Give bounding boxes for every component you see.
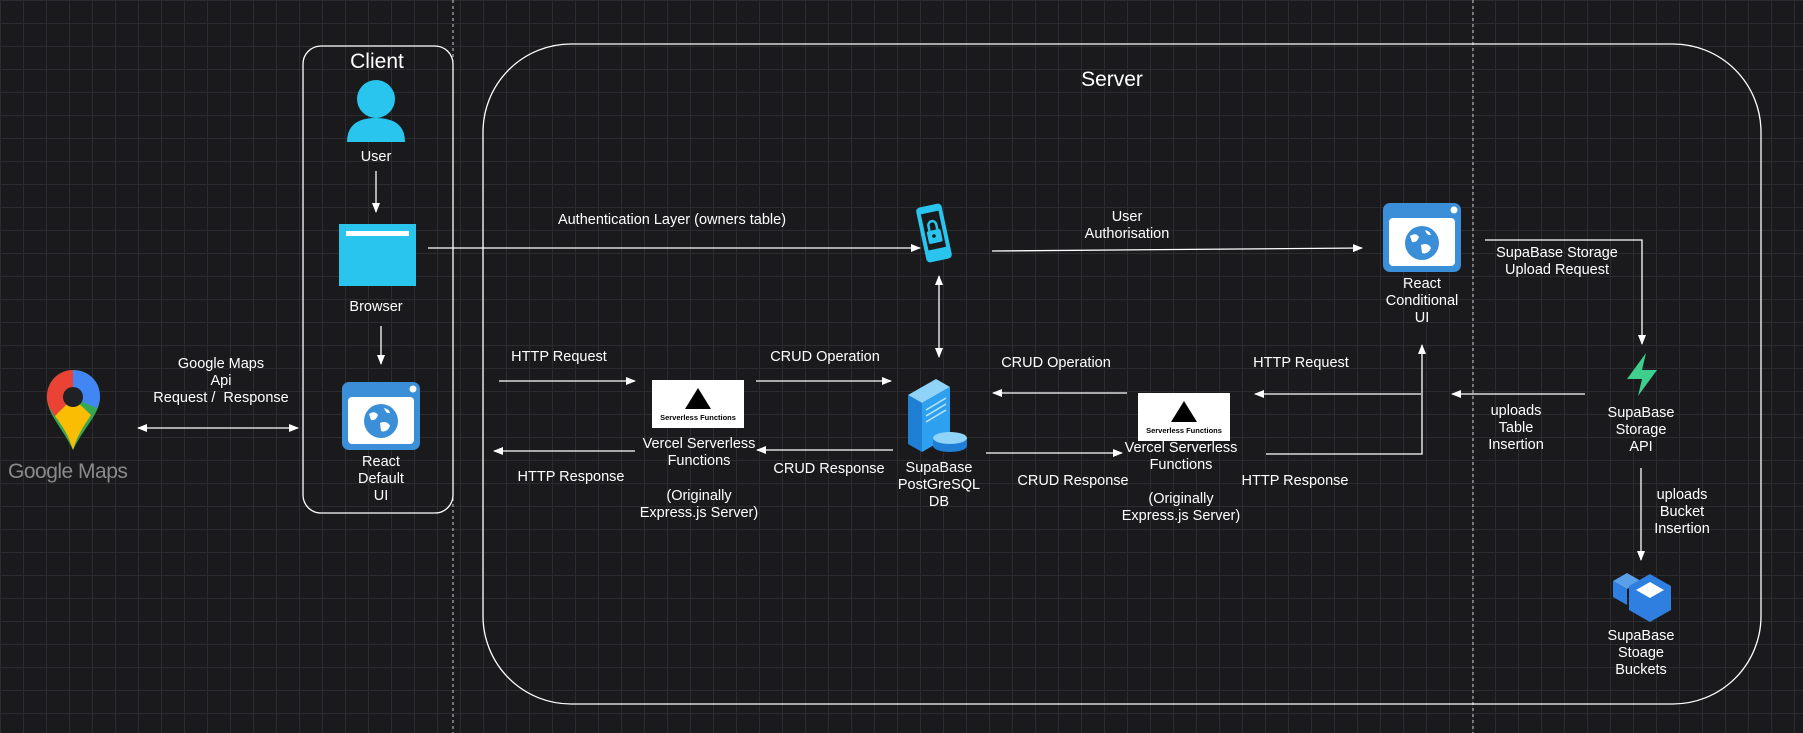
serverless-badge-label-right: Serverless Functions	[1146, 426, 1222, 435]
vercel-triangle-icon	[1171, 401, 1197, 422]
uploads-table-edge-label: uploads Table Insertion	[1488, 403, 1544, 453]
browser-label: Browser	[349, 299, 403, 315]
react-default-ui-icon	[342, 382, 420, 450]
vercel-left-note: (Originally Express.js Server)	[639, 488, 759, 521]
serverless-badge-label-left: Serverless Functions	[660, 413, 736, 422]
http-request-right-edge-label: HTTP Request	[1253, 355, 1349, 371]
react-default-ui-label: React Default UI	[358, 454, 404, 504]
storage-upload-request-edge-label: SupaBase Storage Upload Request	[1496, 245, 1618, 278]
http-request-left-edge-label: HTTP Request	[511, 349, 607, 365]
edge-user-authorisation	[991, 244, 1363, 253]
supabase-icon	[1627, 353, 1657, 396]
crud-operation-left-edge-label: CRUD Operation	[770, 349, 880, 365]
http-response-left-edge-label: HTTP Response	[517, 469, 625, 485]
client-container	[302, 45, 454, 514]
client-group-title: Client	[350, 50, 404, 73]
user-icon	[347, 80, 405, 142]
google-maps-pin-icon	[47, 370, 100, 450]
storage-buckets-label: SupaBase Stoage Buckets	[1607, 628, 1675, 678]
mobile-lock-icon	[916, 203, 952, 263]
storage-buckets-icon	[1613, 573, 1671, 622]
vercel-left-label: Vercel Serverless Functions	[642, 436, 756, 469]
authentication-layer-edge-label: Authentication Layer (owners table)	[557, 212, 787, 228]
vercel-triangle-icon	[685, 388, 711, 409]
react-conditional-ui-icon	[1383, 203, 1461, 272]
serverless-functions-logo-right: Serverless Functions	[1138, 393, 1230, 441]
server-container	[482, 43, 1762, 705]
google-maps-api-edge-label: Google Maps Api Request / Response	[153, 356, 289, 406]
crud-operation-right-edge-label: CRUD Operation	[1001, 355, 1111, 371]
server-group-title: Server	[1081, 68, 1143, 91]
google-maps-label: Google Maps	[8, 460, 128, 483]
user-authorisation-edge-label: User Authorisation	[1084, 209, 1170, 242]
user-label: User	[360, 149, 392, 165]
edge-http-response-right	[1266, 344, 1426, 455]
database-server-icon	[908, 379, 967, 452]
uploads-bucket-edge-label: uploads Bucket Insertion	[1654, 487, 1710, 537]
crud-response-right-edge-label: CRUD Response	[1017, 473, 1129, 489]
crud-response-left-edge-label: CRUD Response	[773, 461, 885, 477]
react-conditional-ui-label: React Conditional UI	[1385, 276, 1459, 326]
browser-icon	[339, 224, 416, 286]
serverless-functions-logo-left: Serverless Functions	[652, 380, 744, 428]
vercel-right-note: (Originally Express.js Server)	[1121, 491, 1241, 524]
db-label: SupaBase PostGreSQL DB	[897, 460, 981, 510]
http-response-right-edge-label: HTTP Response	[1241, 473, 1349, 489]
vercel-right-label: Vercel Serverless Functions	[1124, 440, 1238, 473]
storage-api-label: SupaBase Storage API	[1607, 405, 1675, 455]
edge-storage-upload-request	[1485, 239, 1646, 345]
